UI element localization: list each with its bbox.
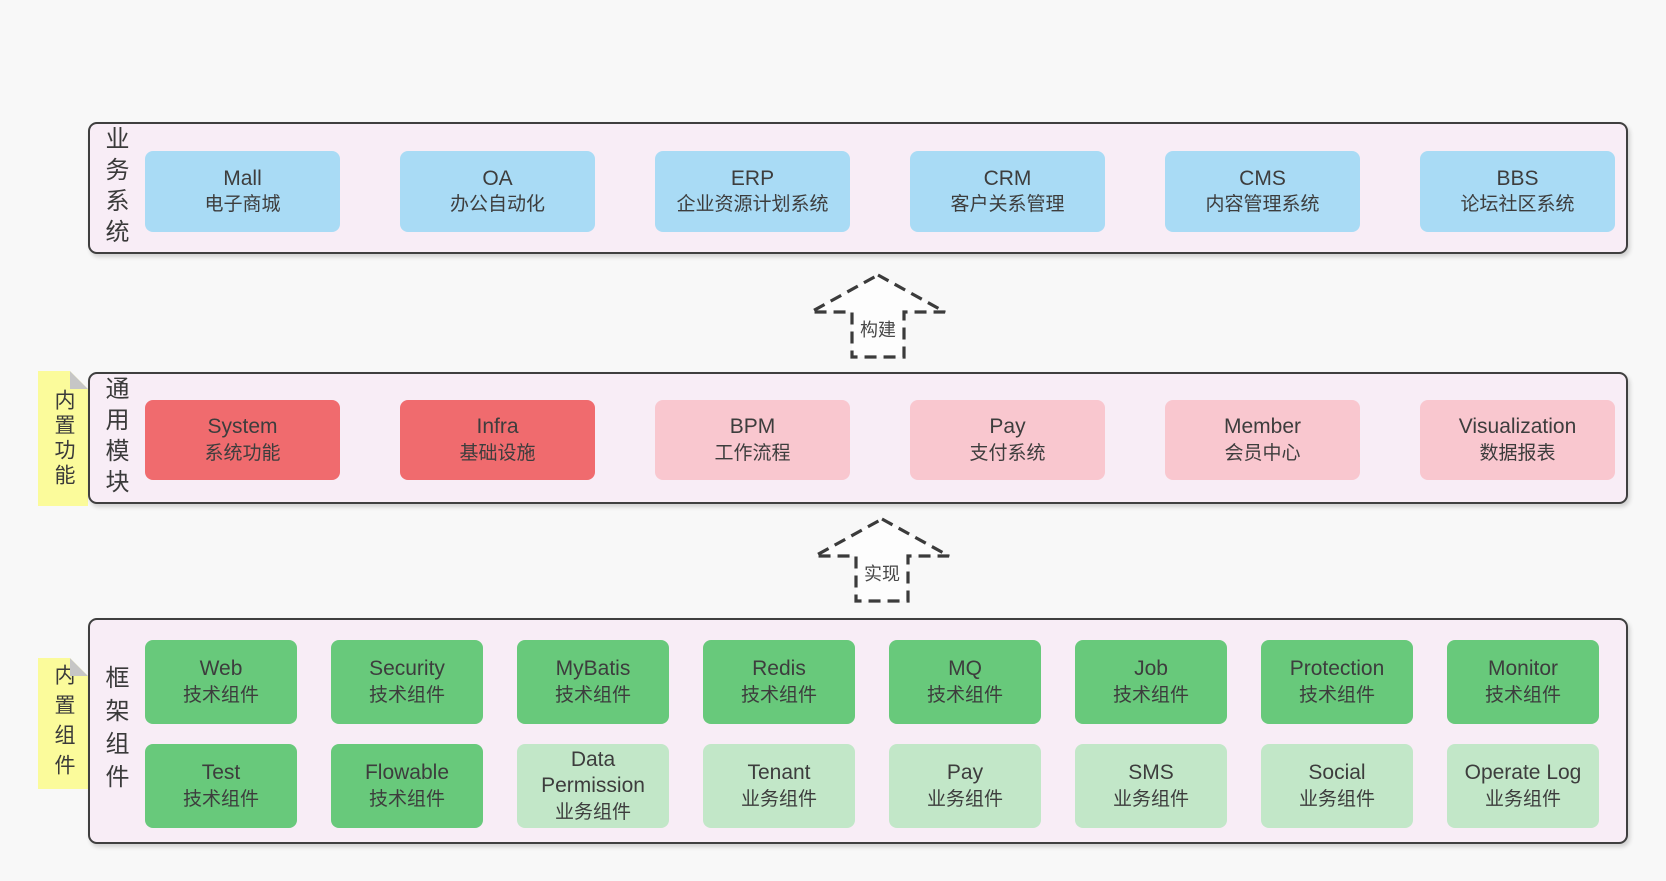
- sticky-note-built-in-features: 内置功能: [38, 371, 88, 506]
- box-title: Mall: [223, 166, 262, 190]
- box-title: Tenant: [747, 761, 811, 785]
- box-subtitle: 支付系统: [969, 442, 1046, 464]
- box-title: Job: [1134, 657, 1168, 681]
- box-protection: Protection 技术组件: [1261, 640, 1413, 724]
- box-subtitle: 工作流程: [714, 442, 791, 464]
- box-bbs: BBS 论坛社区系统: [1420, 151, 1615, 232]
- box-member: Member 会员中心: [1165, 400, 1360, 480]
- box-title: OA: [482, 166, 513, 190]
- box-title: Pay: [989, 415, 1026, 439]
- box-cms: CMS 内容管理系统: [1165, 151, 1360, 232]
- box-bpm: BPM 工作流程: [655, 400, 850, 480]
- panel-components-label: 框架组件: [101, 665, 128, 797]
- box-subtitle: 技术组件: [368, 684, 445, 706]
- modules-box-grid: System 系统功能 Infra 基础设施 BPM 工作流程 Pay 支付系统…: [145, 400, 1615, 480]
- box-subtitle: 业务组件: [1298, 788, 1375, 810]
- box-title: SMS: [1128, 761, 1174, 785]
- panel-common-modules: 通用模块 System 系统功能 Infra 基础设施 BPM 工作流程 Pay…: [88, 372, 1628, 504]
- box-title: CMS: [1239, 166, 1286, 190]
- box-subtitle: 业务组件: [926, 788, 1003, 810]
- box-subtitle: 基础设施: [459, 442, 536, 464]
- box-visualization: Visualization 数据报表: [1420, 400, 1615, 480]
- panel-business-systems: 业务系统 Mall 电子商城 OA 办公自动化 ERP 企业资源计划系统 CRM…: [88, 122, 1628, 254]
- box-title: BPM: [729, 415, 776, 439]
- box-security: Security 技术组件: [331, 640, 483, 724]
- arrow-build-label: 构建: [857, 316, 899, 342]
- box-subtitle: 业务组件: [1112, 788, 1189, 810]
- box-subtitle: 业务组件: [740, 788, 817, 810]
- box-title: Data Permission: [541, 747, 645, 798]
- box-subtitle: 技术组件: [1484, 684, 1561, 706]
- box-mall: Mall 电子商城: [145, 151, 340, 232]
- box-title: Flowable: [364, 761, 450, 785]
- box-title: Social: [1308, 761, 1366, 785]
- box-subtitle: 系统功能: [204, 442, 281, 464]
- box-tenant: Tenant 业务组件: [703, 744, 855, 828]
- box-title: ERP: [730, 166, 775, 190]
- box-title: Test: [201, 761, 241, 785]
- box-subtitle: 客户关系管理: [950, 194, 1065, 216]
- box-operate-log: Operate Log 业务组件: [1447, 744, 1599, 828]
- box-title: Infra: [476, 415, 519, 439]
- arrow-implement: 实现: [812, 516, 952, 604]
- box-title: Web: [199, 657, 243, 681]
- box-subtitle: 数据报表: [1479, 442, 1556, 464]
- box-flowable: Flowable 技术组件: [331, 744, 483, 828]
- box-title: Visualization: [1458, 415, 1577, 439]
- box-sms: SMS 业务组件: [1075, 744, 1227, 828]
- box-web: Web 技术组件: [145, 640, 297, 724]
- box-subtitle: 技术组件: [182, 788, 259, 810]
- box-title: Pay: [946, 761, 984, 785]
- box-erp: ERP 企业资源计划系统: [655, 151, 850, 232]
- box-title: Protection: [1289, 657, 1385, 681]
- components-box-grid: Web 技术组件 Security 技术组件 MyBatis 技术组件 Redi…: [145, 640, 1599, 828]
- box-title: CRM: [983, 166, 1032, 190]
- box-subtitle: 电子商城: [204, 194, 281, 216]
- box-pay-business: Pay 业务组件: [889, 744, 1041, 828]
- box-redis: Redis 技术组件: [703, 640, 855, 724]
- box-crm: CRM 客户关系管理: [910, 151, 1105, 232]
- panel-framework-components: 框架组件 Web 技术组件 Security 技术组件 MyBatis 技术组件…: [88, 618, 1628, 844]
- box-data-permission: Data Permission 业务组件: [517, 744, 669, 828]
- box-title: MyBatis: [555, 657, 631, 681]
- box-infra: Infra 基础设施: [400, 400, 595, 480]
- box-monitor: Monitor 技术组件: [1447, 640, 1599, 724]
- box-job: Job 技术组件: [1075, 640, 1227, 724]
- box-subtitle: 技术组件: [368, 788, 445, 810]
- box-title: Redis: [752, 657, 806, 681]
- box-title: Member: [1223, 415, 1302, 439]
- box-mybatis: MyBatis 技术组件: [517, 640, 669, 724]
- box-subtitle: 内容管理系统: [1205, 194, 1320, 216]
- box-title: Operate Log: [1464, 761, 1582, 785]
- business-box-grid: Mall 电子商城 OA 办公自动化 ERP 企业资源计划系统 CRM 客户关系…: [145, 151, 1615, 232]
- box-title: MQ: [948, 657, 982, 681]
- box-test: Test 技术组件: [145, 744, 297, 828]
- box-social: Social 业务组件: [1261, 744, 1413, 828]
- box-title: BBS: [1496, 166, 1539, 190]
- arrow-implement-label: 实现: [861, 560, 903, 586]
- box-mq: MQ 技术组件: [889, 640, 1041, 724]
- box-system: System 系统功能: [145, 400, 340, 480]
- box-oa: OA 办公自动化: [400, 151, 595, 232]
- panel-modules-label: 通用模块: [101, 376, 128, 500]
- box-subtitle: 办公自动化: [449, 194, 545, 216]
- sticky-note-built-in-components: 内置组件: [38, 658, 88, 789]
- box-title: Monitor: [1487, 657, 1559, 681]
- box-subtitle: 技术组件: [740, 684, 817, 706]
- box-title: System: [207, 415, 278, 439]
- box-subtitle: 技术组件: [1112, 684, 1189, 706]
- box-subtitle: 技术组件: [1298, 684, 1375, 706]
- box-subtitle: 业务组件: [1484, 788, 1561, 810]
- box-subtitle: 会员中心: [1224, 442, 1301, 464]
- arrow-build: 构建: [808, 272, 948, 360]
- box-subtitle: 业务组件: [554, 802, 631, 824]
- panel-business-label: 业务系统: [101, 126, 128, 250]
- box-pay: Pay 支付系统: [910, 400, 1105, 480]
- box-subtitle: 技术组件: [182, 684, 259, 706]
- box-subtitle: 企业资源计划系统: [676, 194, 829, 216]
- box-subtitle: 论坛社区系统: [1460, 194, 1575, 216]
- box-subtitle: 技术组件: [554, 684, 631, 706]
- box-subtitle: 技术组件: [926, 684, 1003, 706]
- box-title: Security: [369, 657, 445, 681]
